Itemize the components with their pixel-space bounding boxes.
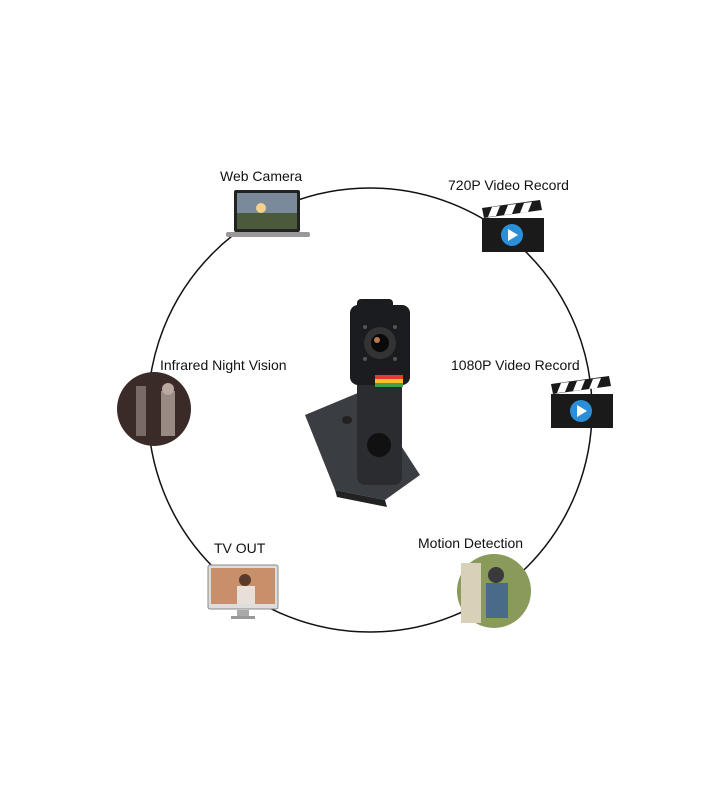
label-tv-out: TV OUT <box>214 540 266 556</box>
label-1080p-video-record: 1080P Video Record <box>451 357 580 373</box>
laptop-icon <box>226 190 310 237</box>
night-vision-photo <box>117 372 191 446</box>
label-motion-detection: Motion Detection <box>418 535 524 551</box>
motion-detection-photo <box>457 554 531 628</box>
monitor-icon <box>207 564 279 619</box>
mini-camera-image <box>305 299 420 507</box>
label-web-camera: Web Camera <box>220 168 303 184</box>
clapperboard-icon <box>551 376 613 428</box>
clapperboard-icon <box>482 200 544 252</box>
label-720p-video-record: 720P Video Record <box>448 177 569 193</box>
label-infrared-night-vision: Infrared Night Vision <box>160 357 287 373</box>
